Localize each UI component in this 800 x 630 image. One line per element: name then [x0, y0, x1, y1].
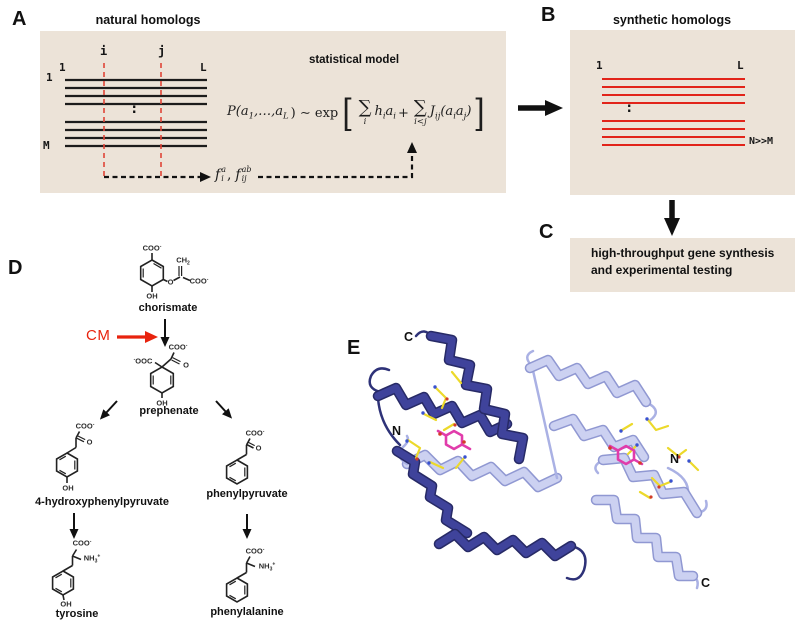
- panel-b-title: synthetic homologs: [612, 13, 732, 27]
- equation-sum-2: ∑i<j: [413, 97, 427, 128]
- chorismate-name: chorismate: [138, 302, 198, 314]
- panel-b-label: B: [541, 4, 556, 26]
- chorismate-structure: [139, 253, 191, 292]
- msa-a-col-first: 1: [59, 61, 66, 74]
- chorismate-ch2-label: CH2: [176, 255, 190, 267]
- hydroxyphenylpyruvate-structure: [55, 431, 86, 483]
- prephenate-ooc-label: -OOC: [133, 356, 153, 366]
- msa-a-pos-j: j: [158, 44, 166, 58]
- prephenate-oh-label: OH: [156, 398, 168, 408]
- phenylpyruvate-structure: [225, 438, 255, 485]
- protein-dark-chain: [368, 330, 587, 581]
- tyrosine-oh-label: OH: [60, 599, 72, 609]
- pathway-arrows: [69, 319, 252, 539]
- protein-light-chain: [524, 349, 708, 590]
- msa-a-pos-i: i: [100, 44, 108, 58]
- tyrosine-name: tyrosine: [55, 608, 99, 620]
- tyrosine-nh3-label: NH3+: [83, 553, 101, 564]
- phe-nh3-label: NH3+: [258, 561, 276, 572]
- protein-c-terminus-top: C: [404, 330, 414, 344]
- equation-coupling-term: Jij(aiaj): [429, 104, 472, 122]
- protein-structure: [368, 330, 708, 590]
- hydroxyphenylpyruvate-name: 4-hydroxyphenylpyruvate: [35, 496, 169, 508]
- prephenate-name: prephenate: [139, 405, 199, 417]
- msa-b-col-first: 1: [596, 59, 603, 72]
- protein-c-terminus-bottom: C: [701, 576, 711, 590]
- protein-n-terminus-left: N: [392, 424, 402, 438]
- chorismate-oh-label: OH: [146, 291, 158, 301]
- prephenate-coo-label: COO-: [168, 342, 188, 352]
- chorismate-coo-top-label: COO-: [142, 243, 162, 253]
- pathway-structures: [51, 253, 256, 603]
- panel-c-text-line2: and experimental testing: [591, 263, 733, 277]
- panel-e-label: E: [347, 337, 361, 359]
- pp-o-label: O: [255, 443, 262, 452]
- chorismate-coo-side-label: COO-: [189, 276, 209, 286]
- panel-c-text-line1: high-throughput gene synthesis: [591, 246, 775, 260]
- frequency-flow-arrows: [104, 142, 417, 182]
- phe-coo-label: COO-: [245, 546, 265, 556]
- panel-a-title: natural homologs: [95, 13, 201, 27]
- cm-enzyme-label: CM: [86, 327, 111, 344]
- tyrosine-coo-label: COO-: [72, 538, 92, 548]
- hpp-coo-label: COO-: [75, 421, 95, 431]
- panel-a-label: A: [12, 8, 27, 30]
- panel-c-label: C: [539, 221, 554, 243]
- equation-lhs: P(a1,…,aL: [227, 104, 289, 122]
- msa-position-lines: [103, 63, 162, 177]
- ligand-right: [608, 444, 644, 466]
- pp-coo-label: COO-: [245, 428, 265, 438]
- equation-left-bracket: [: [342, 90, 354, 135]
- prephenate-structure: [149, 352, 181, 398]
- phenylpyruvate-name: phenylpyruvate: [206, 488, 288, 500]
- panel-a-box: [40, 31, 506, 193]
- tyrosine-structure: [51, 549, 82, 601]
- protein-n-terminus-right: N: [670, 452, 680, 466]
- phenylalanine-name: phenylalanine: [210, 606, 284, 618]
- hpp-oh-label: OH: [62, 483, 74, 493]
- phenylalanine-structure: [225, 556, 256, 603]
- prephenate-o-label: O: [183, 360, 189, 369]
- msa-b-lines: [602, 78, 745, 146]
- panel-flow-arrows: [518, 100, 680, 236]
- equation-field-term: hiai: [374, 104, 397, 122]
- ligand-left: [436, 429, 472, 451]
- msa-a-col-last: L: [200, 61, 207, 74]
- hpp-o-label: O: [86, 437, 93, 446]
- panel-d-label: D: [8, 257, 23, 279]
- msa-b-count-note: N>>M: [749, 136, 774, 147]
- msa-a-row-first: 1: [46, 71, 53, 84]
- equation-right-bracket: ]: [473, 90, 485, 135]
- stick-oxygen-atoms: [415, 397, 681, 499]
- panel-c-box: [570, 238, 795, 292]
- equation-sum-1: ∑i: [358, 97, 372, 128]
- chorismate-o-label: O: [167, 277, 174, 287]
- msa-a-lines: [65, 78, 207, 148]
- msa-b-col-last: L: [737, 59, 744, 72]
- msa-b-ellipsis: :: [625, 100, 634, 116]
- statistical-model-equation: P(a1,…,aL) ∼ exp [ ∑i hiai + ∑i<j Jij(ai…: [227, 90, 485, 135]
- msa-a-ellipsis: :: [130, 101, 139, 117]
- stick-nitrogen-atoms: [405, 385, 691, 483]
- statistical-model-title: statistical model: [308, 54, 400, 66]
- msa-a-row-last: M: [43, 139, 50, 152]
- equation-plus: +: [398, 105, 409, 121]
- panel-b-box: [570, 30, 795, 195]
